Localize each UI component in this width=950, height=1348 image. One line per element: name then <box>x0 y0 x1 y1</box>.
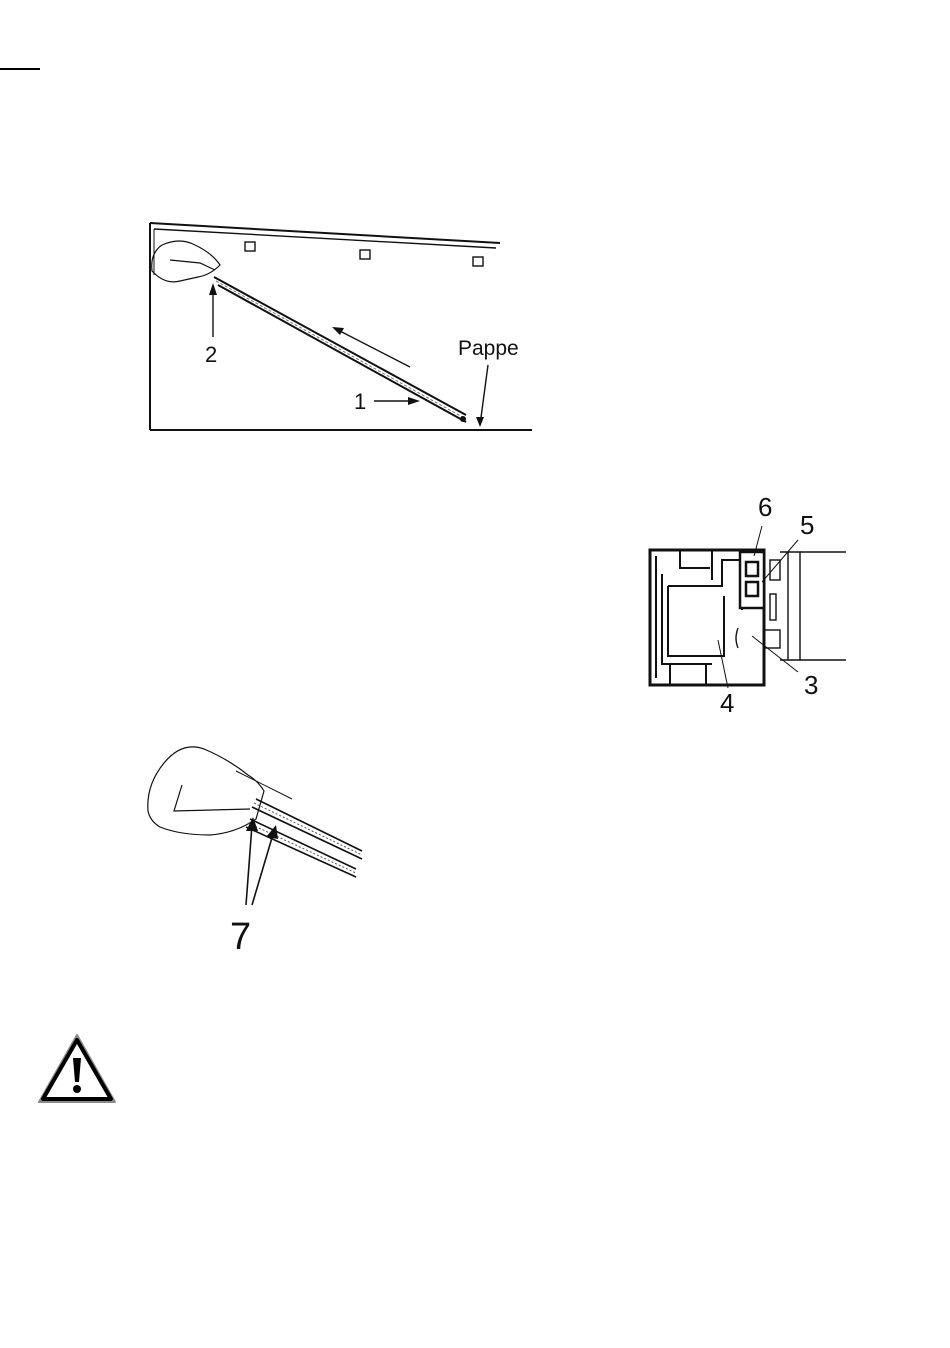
callout-7-arrows <box>246 817 278 905</box>
figure-insertion-detail: 7 <box>140 735 370 960</box>
hand-outline <box>148 747 264 835</box>
callout-5: 5 <box>800 510 814 540</box>
callout-2: 2 <box>205 342 217 367</box>
callout-1: 1 <box>354 389 366 414</box>
callout-6: 6 <box>758 492 772 522</box>
figure-profile-cross-section: 6 5 3 4 <box>640 490 850 720</box>
header-rule <box>0 68 40 70</box>
callout-4: 4 <box>720 688 734 718</box>
callout-7: 7 <box>230 916 251 958</box>
callout-3: 3 <box>804 670 818 700</box>
warning-triangle-icon <box>36 1032 118 1106</box>
figure-profile-insertion: 2 1 Pappe <box>140 215 540 440</box>
insertion-profile <box>214 277 466 422</box>
gasket-insert <box>740 552 764 608</box>
callout-pappe: Pappe <box>458 337 519 360</box>
